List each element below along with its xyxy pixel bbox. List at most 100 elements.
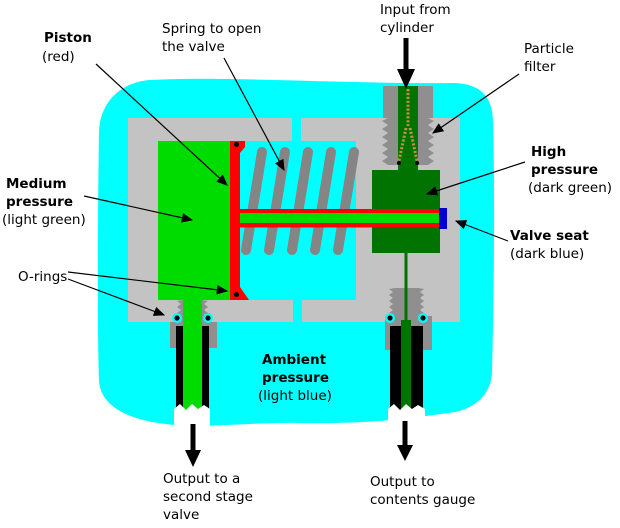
particle-filter-right-leg [408, 127, 419, 162]
inlet-thread-right [418, 118, 434, 165]
output-arrow-right [397, 421, 413, 461]
input-arrow-shaft [403, 38, 409, 71]
piston-shaft-bottom-edge [240, 223, 439, 228]
oring-dot [205, 315, 211, 321]
leader-orings-fitting [67, 278, 166, 316]
leader-orings-piston [67, 271, 229, 295]
leader-medium-pressure [83, 195, 194, 223]
label-out-left-line1: Output to a [163, 471, 240, 487]
right-tube-break [388, 404, 425, 432]
output-arrow-right-head [397, 445, 413, 461]
label-high-note: (dark green) [528, 180, 612, 196]
output-arrow-left-head [185, 450, 201, 467]
inlet-nut-right [418, 86, 433, 118]
label-piston-note: (red) [42, 49, 75, 65]
output-arrow-left [185, 424, 201, 467]
inlet-thread-left [382, 118, 398, 165]
label-input-line1: Input from [380, 2, 451, 18]
piston-top-step [240, 141, 245, 153]
label-filter-line1: Particle [524, 41, 574, 57]
valve-seat [439, 208, 447, 229]
label-ambient-line2: pressure [262, 370, 329, 386]
oring-dot [174, 315, 180, 321]
piston [230, 141, 249, 300]
piston-face [230, 141, 240, 300]
label-input-line2: cylinder [380, 20, 434, 36]
output-arrow-right-shaft [402, 421, 408, 447]
inlet-nut-left [383, 86, 398, 118]
label-filter-line2: filter [524, 59, 556, 75]
label-output-second-stage: Output to a second stage valve [163, 471, 253, 523]
input-arrow-head [397, 69, 415, 89]
piston-bottom-step [240, 287, 249, 300]
piston-oring-bottom [234, 292, 239, 297]
input-arrow [397, 38, 415, 89]
label-spring-line1: Spring to open [162, 21, 261, 37]
particle-filter-left-leg [397, 127, 408, 162]
right-tube-wall-left [390, 326, 401, 410]
spring-coil [333, 147, 359, 255]
leader-piston [95, 63, 228, 186]
piston-oring-top [234, 142, 239, 147]
particle-filter-foot-right [415, 161, 419, 165]
medium-pressure-chamber [158, 141, 230, 300]
piston-shaft-bore [240, 213, 439, 223]
label-seat-term: Valve seat [510, 228, 589, 244]
spring-coil [241, 147, 267, 255]
right-tube-wall-right [411, 326, 423, 410]
label-ambient-line1: Ambient [262, 352, 327, 368]
left-tube-wall-left [176, 326, 183, 410]
oring-dot [420, 315, 426, 321]
label-high-line1: High [531, 144, 566, 160]
piston-shaft-top-edge [240, 209, 439, 213]
leader-valve-seat [454, 220, 509, 242]
label-orings: O-rings [18, 269, 67, 285]
label-input: Input from cylinder [380, 2, 451, 36]
label-medium-pressure: Medium pressure (light green) [2, 176, 86, 228]
label-medium-note: (light green) [2, 212, 86, 228]
label-spring: Spring to open the valve [162, 21, 261, 55]
spring-coils [241, 147, 359, 255]
label-out-right-line1: Output to [370, 474, 435, 490]
output-fitting-contents-gauge [385, 253, 432, 410]
left-tube-bore [183, 300, 202, 410]
leader-particle-filter [432, 73, 520, 134]
spring-coil [310, 147, 336, 255]
label-out-right-line2: contents gauge [370, 492, 475, 508]
inlet-tube [398, 86, 418, 172]
label-seat-note: (dark blue) [510, 246, 584, 262]
housing-top-vent-slot [292, 118, 301, 141]
label-out-left-line2: second stage [163, 489, 253, 505]
right-tube-bore [401, 320, 411, 410]
leader-spring [223, 57, 285, 172]
housing-bottom-vent-slot [293, 300, 302, 322]
label-medium-line2: pressure [6, 194, 73, 210]
oring-dot [387, 315, 393, 321]
label-spring-line2: the valve [162, 39, 225, 55]
right-plug-thread-left [389, 288, 395, 316]
piston-shaft [240, 209, 439, 228]
right-plug-thread-right [418, 288, 424, 316]
output-arrow-left-shaft [190, 424, 196, 452]
label-piston-term: Piston [44, 30, 92, 46]
label-out-left-line3: valve [163, 507, 199, 523]
label-high-line2: pressure [531, 162, 598, 178]
label-high-pressure: High pressure (dark green) [528, 144, 612, 196]
label-medium-line1: Medium [6, 176, 67, 192]
label-ambient-pressure: Ambient pressure (light blue) [258, 352, 332, 404]
spring-coil [287, 147, 313, 255]
particle-filter-foot-left [397, 161, 401, 165]
label-valve-seat: Valve seat (dark blue) [510, 228, 589, 262]
gauge-passage-line [404, 253, 408, 327]
label-ambient-note: (light blue) [258, 388, 332, 404]
left-tube-break [174, 404, 210, 432]
housing-left-wall [128, 141, 158, 300]
label-output-contents-gauge: Output to contents gauge [370, 474, 475, 508]
label-piston: Piston (red) [42, 30, 92, 65]
fitting-o-rings [172, 313, 428, 323]
left-tube-wall-right [202, 326, 209, 410]
output-fitting-second-stage [170, 300, 217, 410]
label-particle-filter: Particle filter [524, 41, 574, 75]
